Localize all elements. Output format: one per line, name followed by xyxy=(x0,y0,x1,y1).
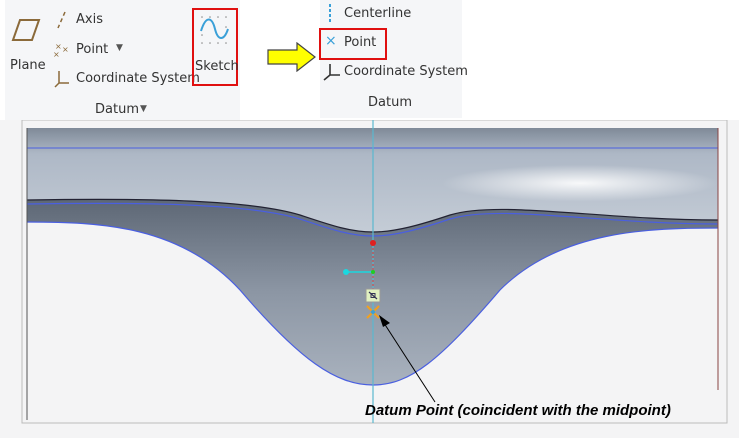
coordinate-system-icon xyxy=(54,71,69,88)
plane-label: Plane xyxy=(10,58,46,73)
sketch-highlight-box xyxy=(192,8,238,86)
chevron-down-icon: ▼ xyxy=(140,104,147,114)
svg-text:×: × xyxy=(55,42,62,51)
annotation-arrow xyxy=(381,319,436,403)
sketch-endpoint[interactable] xyxy=(370,240,376,246)
point-highlight-box xyxy=(319,28,387,60)
coordinate-system-label: Coordinate System xyxy=(344,64,468,79)
coordinate-system-icon xyxy=(323,64,340,81)
sketch-icon xyxy=(200,16,229,44)
point-button-new[interactable]: × Point xyxy=(322,32,382,52)
sketch-label: Sketch xyxy=(195,59,239,74)
coordinate-system-label: Coordinate System xyxy=(76,71,200,86)
point-icon: ××× xyxy=(53,42,69,59)
svg-text:×: × xyxy=(62,45,69,54)
axis-icon xyxy=(57,11,66,29)
sketch-button[interactable]: Sketch xyxy=(194,10,239,82)
chevron-down-icon: ▼ xyxy=(116,43,123,53)
datum-group-label: Datum xyxy=(95,102,139,117)
centerline-icon xyxy=(329,4,331,22)
model-viewport[interactable] xyxy=(0,120,739,438)
coordinate-system-button[interactable]: Coordinate System xyxy=(52,68,200,88)
annotation-caption: Datum Point (coincident with the midpoin… xyxy=(365,402,671,419)
plane-button[interactable]: Plane xyxy=(8,15,46,75)
svg-text:×: × xyxy=(53,50,60,59)
datum-group-label: Datum xyxy=(368,95,412,110)
point-label: Point xyxy=(344,35,377,50)
coordinate-system-button-new[interactable]: Coordinate System xyxy=(322,61,468,81)
point-icon: × xyxy=(325,33,337,49)
axis-button[interactable]: Axis xyxy=(52,10,112,30)
axis-label: Axis xyxy=(76,12,103,27)
centerline-label: Centerline xyxy=(344,6,412,21)
datum-ribbon-group xyxy=(5,0,240,120)
point-label: Point xyxy=(76,42,109,57)
viewport-frame xyxy=(21,120,728,424)
yellow-arrow-icon xyxy=(267,42,316,72)
centerline-button[interactable]: Centerline xyxy=(322,3,457,23)
plane-icon xyxy=(11,19,41,41)
datum-group-dropdown[interactable]: Datum ▼ xyxy=(95,102,155,118)
point-button[interactable]: ××× Point ▼ xyxy=(52,40,132,60)
